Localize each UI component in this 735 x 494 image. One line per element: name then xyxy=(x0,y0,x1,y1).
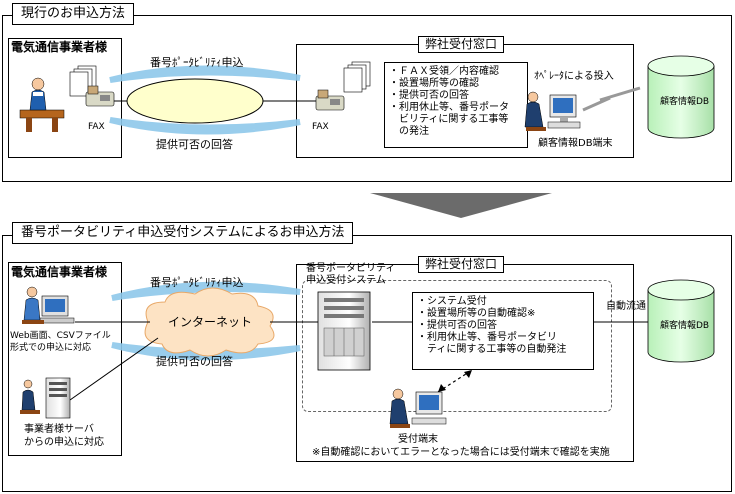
request-swoosh-bottom xyxy=(111,281,301,301)
server-note-line1: 事業者様サーバ xyxy=(24,424,94,435)
carrier-person-icon-top xyxy=(19,77,65,132)
task-item: の発注 xyxy=(389,126,429,137)
auto-flow-label: 自動流通 xyxy=(606,301,646,312)
operator-terminal-icon-top xyxy=(524,91,581,131)
task-item: ・利用休止等、番号ポータ xyxy=(389,102,509,113)
footnote: ※自動確認においてエラーとなった場合には受付端末で確認を実施 xyxy=(312,447,610,458)
fax-machine-icon-left xyxy=(85,85,115,107)
system-label-line1: 番号ポータビリティ xyxy=(306,263,396,274)
reception-window-label-top: 弊社受付窓口 xyxy=(418,36,505,53)
task-item: ティに関する工事等の自動発注 xyxy=(417,344,567,355)
carrier-label-top: 電気通信事業者様 xyxy=(11,40,108,54)
db-link-bolt-top xyxy=(582,86,641,112)
task-item: ・利用休止等、番号ポータビリ xyxy=(417,332,557,343)
task-item: ・設置場所等の自動確認※ xyxy=(417,308,536,319)
request-label-top: 番号ﾎﾟｰﾀﾋﾞﾘﾃｨ申込 xyxy=(150,56,244,69)
request-label-bottom: 番号ﾎﾟｰﾀﾋﾞﾘﾃｨ申込 xyxy=(150,276,244,289)
reception-system-server-icon xyxy=(317,291,371,371)
database-icon-top xyxy=(647,55,715,139)
reply-swoosh-top xyxy=(109,117,301,135)
server-note-line2: からの申込に対応 xyxy=(24,437,104,448)
db-label-top: 顧客情報DB xyxy=(660,97,710,107)
task-item: ・システム受付 xyxy=(417,296,487,307)
reply-label-bottom: 提供可否の回答 xyxy=(156,355,233,368)
db-label-bottom: 顧客情報DB xyxy=(660,321,710,331)
reception-inner-dashed xyxy=(302,280,612,412)
fax-label-left: FAX xyxy=(88,122,105,132)
fax-machine-icon-right xyxy=(315,89,345,111)
task-list-top: ・ＦＡＸ受領／内容確認 ・設置場所等の確認 ・提供可否の回答 ・利用休止等、番号… xyxy=(384,62,528,148)
task-item: ・ＦＡＸ受領／内容確認 xyxy=(389,66,499,77)
carrier-label-bottom: 電気通信事業者様 xyxy=(11,265,108,279)
task-list-bottom: ・システム受付 ・設置場所等の自動確認※ ・提供可否の回答 ・利用休止等、番号ポ… xyxy=(412,292,594,370)
task-item: ビリティに関する工事等 xyxy=(389,114,509,125)
web-note-line1: Web画面、CSVファイル xyxy=(10,331,111,341)
operator-label: ｵﾍﾟﾚｰﾀによる投入 xyxy=(534,71,614,82)
new-method-title: 番号ポータビリティ申込受付システムによるお申込方法 xyxy=(12,222,354,244)
task-item: ・提供可否の回答 xyxy=(389,90,469,101)
task-item: ・設置場所等の確認 xyxy=(389,78,479,89)
internet-label: インターネット xyxy=(168,315,253,329)
carrier-pc-user-icon xyxy=(22,286,75,324)
web-note-line2: 形式での申込に対応 xyxy=(10,343,92,353)
system-label-line2: 申込受付システム xyxy=(306,275,386,286)
request-swoosh-top xyxy=(109,65,301,83)
fax-label-right: FAX xyxy=(312,122,329,132)
reply-label-top: 提供可否の回答 xyxy=(156,138,233,151)
fax-network-ellipse xyxy=(126,78,264,124)
carrier-box-bottom xyxy=(8,262,122,456)
reception-window-label-bottom: 弊社受付窓口 xyxy=(418,256,505,273)
database-icon-bottom xyxy=(647,279,715,363)
internet-cloud xyxy=(144,287,275,357)
terminal-label-top: 顧客情報DB端末 xyxy=(538,138,613,149)
task-item: ・提供可否の回答 xyxy=(417,320,497,331)
current-method-title: 現行のお申込方法 xyxy=(12,3,135,25)
transition-arrow xyxy=(370,193,552,218)
documents-icon-top-right xyxy=(343,61,371,93)
carrier-server-icon xyxy=(20,377,71,419)
terminal-label-bottom: 受付端末 xyxy=(398,434,438,445)
documents-icon-top-left xyxy=(69,65,97,97)
reception-terminal-icon xyxy=(389,388,447,428)
